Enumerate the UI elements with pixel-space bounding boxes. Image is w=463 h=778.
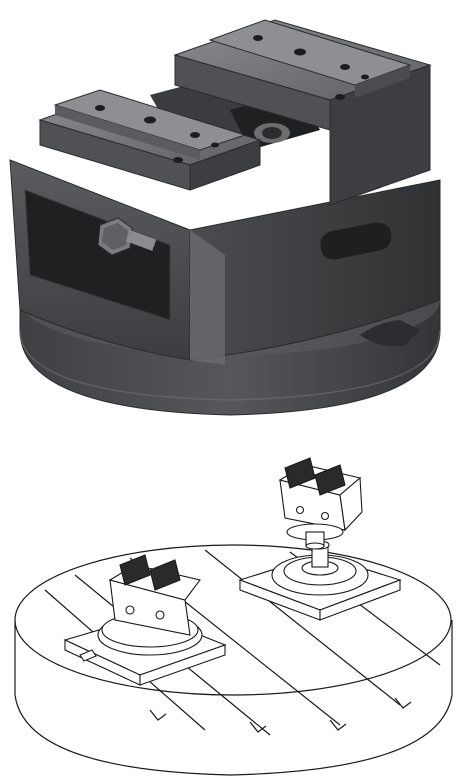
rotary-table-drawing [0, 440, 463, 778]
rotary-table-illustration [14, 457, 453, 776]
vise-photo [9, 19, 441, 416]
mounting-holes [95, 35, 369, 163]
vise-illustration [9, 19, 441, 416]
vise-side-slot [319, 221, 393, 261]
left-vise-drawing [63, 554, 227, 686]
table-top [14, 544, 452, 696]
right-chuck-drawing [238, 540, 402, 621]
floating-vise-drawing [278, 457, 363, 550]
